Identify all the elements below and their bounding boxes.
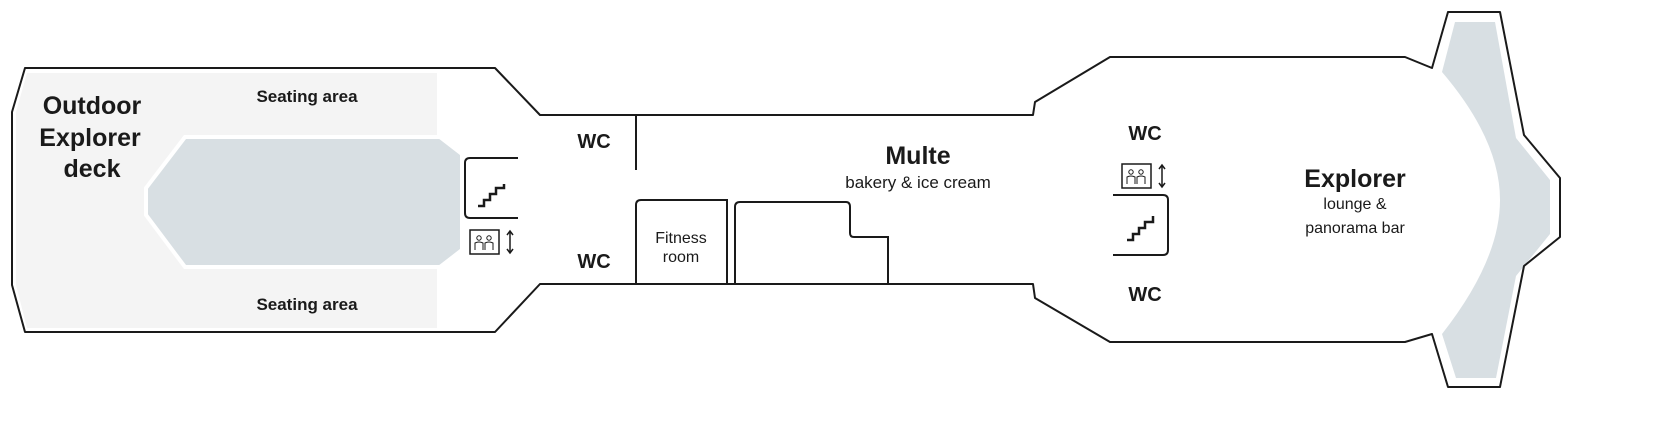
wc-label: WC bbox=[1128, 123, 1161, 145]
elevator-icon bbox=[469, 229, 514, 255]
fitness-room-label-2: room bbox=[663, 249, 699, 266]
explorer-subtitle-2: panorama bar bbox=[1305, 220, 1405, 237]
outdoor-deck-title-1: Outdoor bbox=[43, 92, 142, 120]
outdoor-deck-title-2: Explorer bbox=[39, 124, 141, 152]
wc-label: WC bbox=[1128, 284, 1161, 306]
explorer-title: Explorer bbox=[1304, 165, 1406, 193]
outdoor-deck-title-3: deck bbox=[64, 155, 121, 183]
wc-label: WC bbox=[577, 251, 610, 273]
ship-outline bbox=[11, 11, 1561, 388]
fitness-room-label-1: Fitness bbox=[655, 230, 707, 247]
multe-subtitle: bakery & ice cream bbox=[845, 173, 991, 192]
stairs-icon bbox=[464, 157, 518, 219]
multe-title: Multe bbox=[885, 142, 950, 170]
explorer-subtitle-1: lounge & bbox=[1323, 196, 1386, 213]
stairs-icon bbox=[1113, 194, 1169, 256]
bow-panorama-area bbox=[1442, 22, 1550, 378]
seating-area-bottom: Seating area bbox=[256, 295, 358, 314]
interior-walls bbox=[635, 115, 889, 284]
elevator-icon bbox=[1121, 163, 1166, 189]
pool-area bbox=[144, 135, 464, 269]
seating-area-top: Seating area bbox=[256, 87, 358, 106]
wc-label: WC bbox=[577, 131, 610, 153]
